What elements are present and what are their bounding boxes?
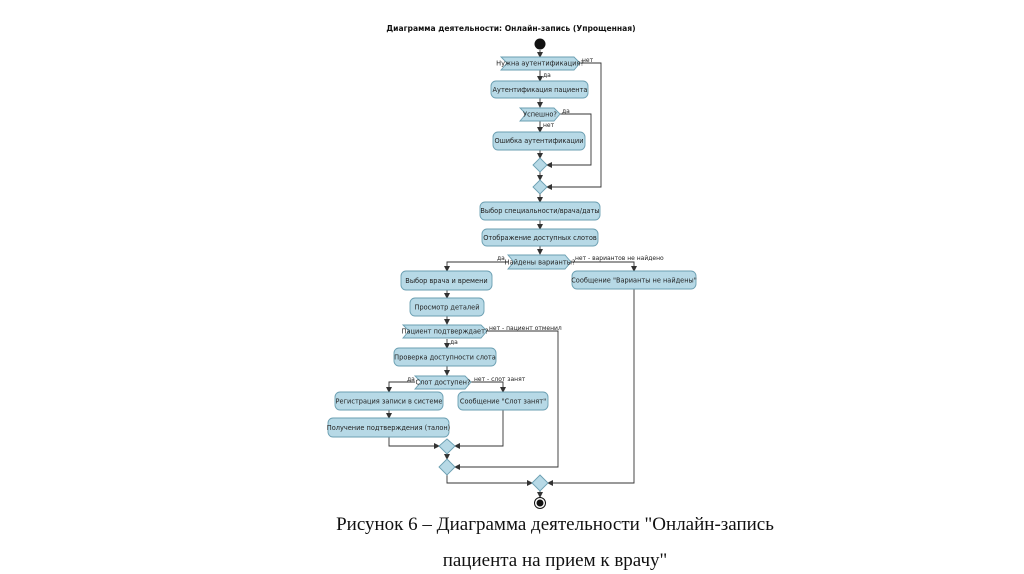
edge-label-confirm-no: нет - пациент отменил xyxy=(489,325,562,332)
action-show-slots xyxy=(481,228,599,247)
action-auth-error xyxy=(492,131,586,151)
action-get-confirm xyxy=(327,417,450,438)
label-slot-busy-msg: Сообщение "Слот занят" xyxy=(460,398,546,406)
edge-label-success-no: нет xyxy=(543,122,555,129)
decision-success xyxy=(518,107,561,122)
label-not-found-msg: Сообщение "Варианты не найдены" xyxy=(571,277,697,285)
action-slot-busy-msg xyxy=(457,391,549,411)
diagram-title: Диаграмма деятельности: Онлайн-запись (У… xyxy=(386,24,635,33)
merge-slot-branches xyxy=(438,438,456,455)
label-register: Регистрация записи в системе xyxy=(336,398,443,406)
end-node xyxy=(534,497,546,509)
label-found-q: Найдены варианты? xyxy=(505,259,576,267)
label-choose-doc: Выбор врача и времени xyxy=(405,277,487,285)
figure-caption-line2: пациента на прием к врачу" xyxy=(442,550,668,571)
edge-label-success-yes: да xyxy=(562,108,570,115)
label-slot-q: Слот доступен? xyxy=(416,379,471,387)
label-auth: Аутентификация пациента xyxy=(493,86,588,94)
edge-label-found-no: нет - вариантов не найдено xyxy=(575,255,664,262)
action-choose-doc xyxy=(400,270,493,291)
action-register xyxy=(334,391,444,411)
label-view-details: Просмотр деталей xyxy=(415,304,480,312)
merge-final xyxy=(531,474,549,492)
label-auth-q: Нужна аутентификация? xyxy=(496,60,584,68)
label-auth-error: Ошибка аутентификации xyxy=(495,137,584,145)
figure-caption-line1: Рисунок 6 – Диаграмма деятельности "Онла… xyxy=(336,514,774,535)
label-success-q: Успешно? xyxy=(523,111,557,119)
action-choose-spec xyxy=(479,201,601,221)
edge-label-confirm-yes: да xyxy=(450,339,458,346)
decision-auth-needed xyxy=(499,56,581,71)
merge-after-success xyxy=(532,157,548,173)
action-auth xyxy=(490,80,589,99)
label-confirm-q: Пациент подтверждает? xyxy=(402,328,489,336)
label-show-slots: Отображение доступных слотов xyxy=(483,234,597,242)
decision-slot-available xyxy=(413,375,472,390)
label-choose-spec: Выбор специальности/врача/даты xyxy=(480,207,599,215)
action-check-slot xyxy=(393,347,497,367)
edge-label-slot-no: нет - слот занят xyxy=(474,376,526,383)
label-check-slot: Проверка доступности слота xyxy=(394,354,496,362)
connector-lines xyxy=(386,50,637,498)
edge-label-auth-no: нет xyxy=(582,57,594,64)
edge-label-found-yes: да xyxy=(497,255,505,262)
action-not-found-msg xyxy=(571,270,697,290)
start-node xyxy=(534,38,546,50)
merge-after-auth xyxy=(532,179,548,195)
label-get-confirm: Получение подтверждения (талон) xyxy=(327,424,451,432)
decision-found xyxy=(507,254,572,270)
decision-patient-confirms xyxy=(401,324,488,339)
merge-cancel xyxy=(438,458,456,476)
edge-label-auth-yes: да xyxy=(543,72,551,79)
edge-label-slot-yes: да xyxy=(407,376,415,383)
action-view-details xyxy=(409,297,485,317)
